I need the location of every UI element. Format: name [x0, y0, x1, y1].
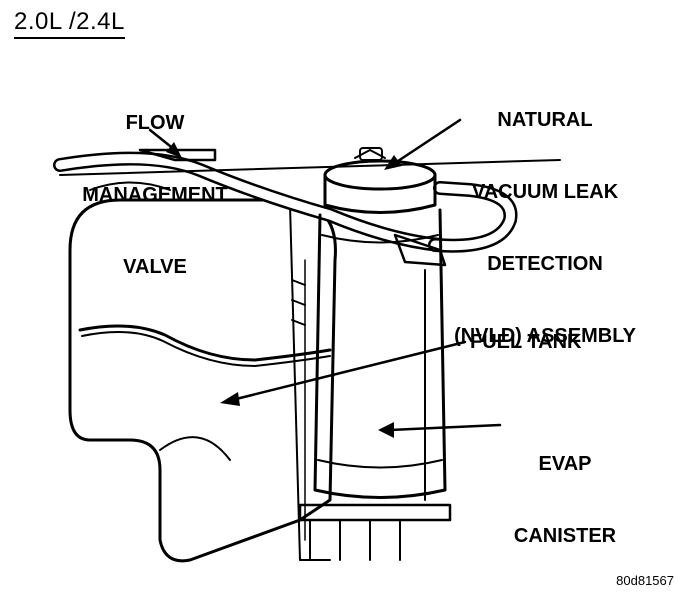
fuel-tank-drawing	[68, 198, 337, 563]
figure-id: 80d81567	[616, 573, 674, 588]
vapor-hoses-drawing	[53, 148, 561, 267]
nvld-assembly-label: NATURAL VACUUM LEAK DETECTION (NVLD) ASS…	[454, 109, 636, 347]
evap-canister-drawing	[298, 208, 452, 561]
leader-arrows	[148, 118, 502, 432]
flow-management-valve-label: FLOW MANAGEMENT VALVE	[82, 112, 228, 278]
evap-canister-label: EVAP CANISTER	[513, 453, 617, 547]
nvld-assembly-drawing	[323, 147, 437, 214]
engine-label: 2.0L /2.4L	[14, 8, 125, 39]
arrow-heads	[166, 142, 402, 438]
fuel-tank-label: FUEL TANK	[470, 331, 582, 353]
